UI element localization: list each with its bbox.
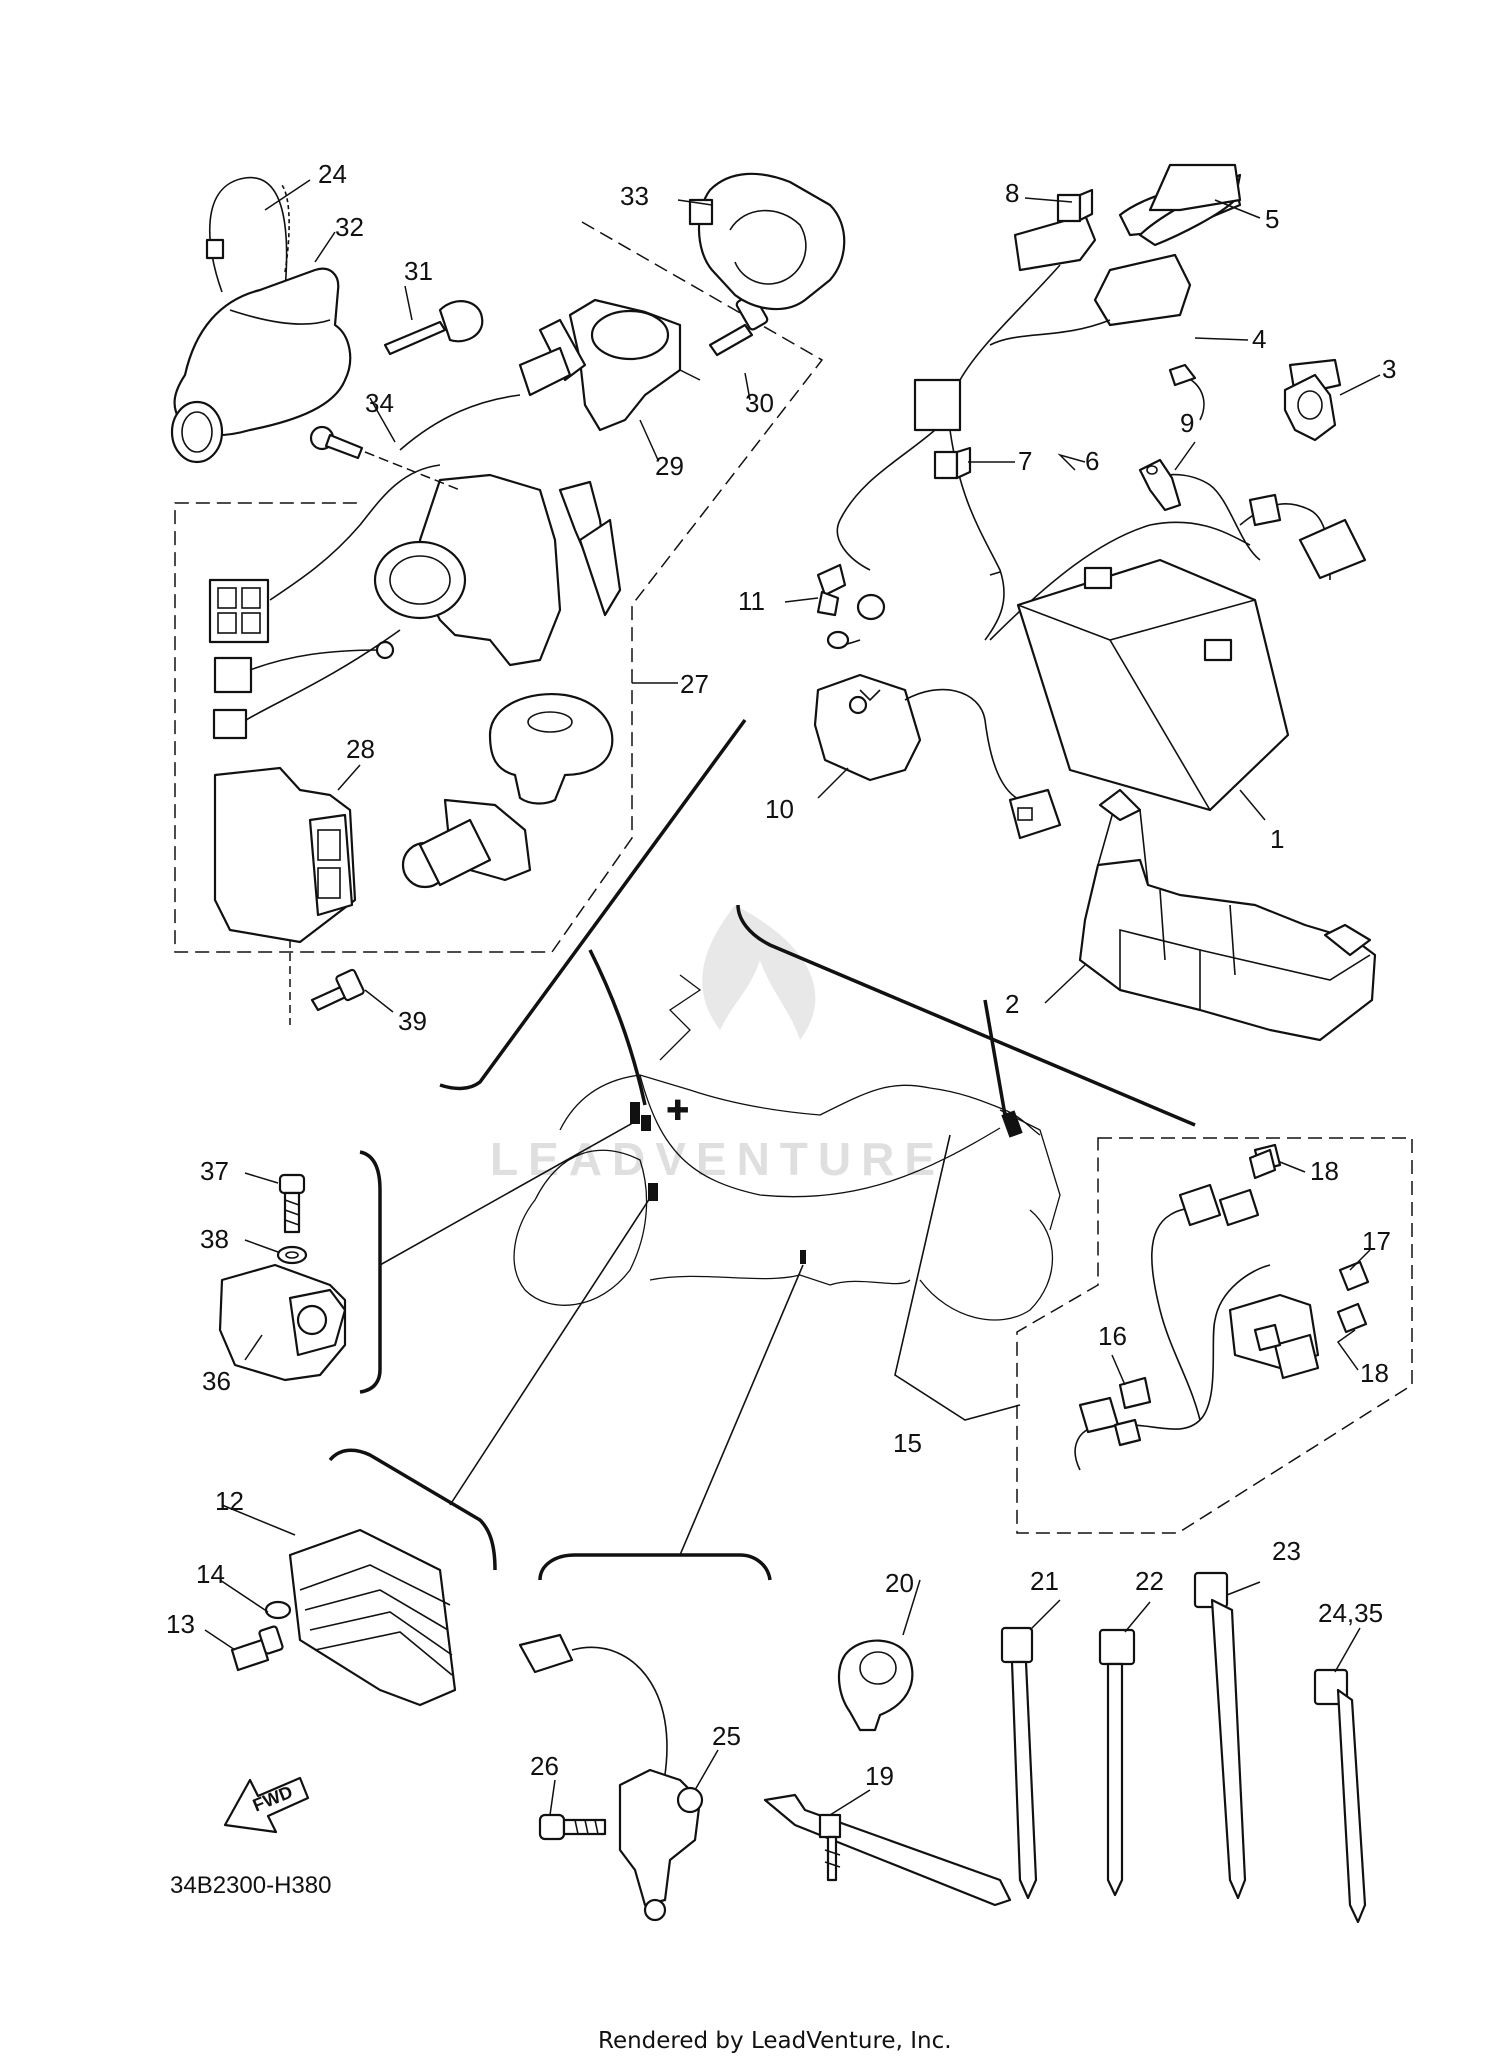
callout-32: 32 xyxy=(335,212,364,242)
ignition-cap xyxy=(488,693,614,805)
clamp-20 xyxy=(837,1639,914,1732)
callout-6: 6 xyxy=(1085,446,1099,476)
washer-38 xyxy=(276,1245,308,1265)
callout-30: 30 xyxy=(745,388,774,418)
fuse-7 xyxy=(933,446,972,480)
callout-27: 27 xyxy=(680,669,709,699)
bolt-37 xyxy=(278,1173,306,1234)
callout-37: 37 xyxy=(200,1156,229,1186)
ecu-unit xyxy=(213,766,357,944)
fwd-arrow-icon: FWD xyxy=(223,1776,310,1834)
drawing-code: 34B2300-H380 xyxy=(170,1872,331,1899)
battery-lead-terminal xyxy=(1138,458,1182,512)
collar-14 xyxy=(264,1600,292,1620)
bolt-11 xyxy=(816,563,847,617)
callout-19: 19 xyxy=(865,1761,894,1791)
callout-20: 20 xyxy=(885,1568,914,1598)
fuse-18-upper xyxy=(1248,1148,1277,1180)
motorcycle-outline: ✚ xyxy=(513,974,1061,1321)
speed-sensor xyxy=(401,798,532,889)
callout-21: 21 xyxy=(1030,1566,1059,1596)
battery xyxy=(1016,558,1290,812)
main-switch-assy-box xyxy=(174,221,824,953)
key-hole-cover xyxy=(688,172,846,311)
cable-tie-23 xyxy=(1193,1571,1247,1900)
cable-tie-22 xyxy=(1098,1628,1136,1897)
callout-29: 29 xyxy=(655,451,684,481)
callout-14: 14 xyxy=(196,1559,225,1589)
callout-31: 31 xyxy=(404,256,433,286)
sensor-36 xyxy=(218,1263,347,1382)
callout-36: 36 xyxy=(202,1366,231,1396)
callout-12: 12 xyxy=(215,1486,244,1516)
callout-28: 28 xyxy=(346,734,375,764)
callout-24-35: 24,35 xyxy=(1318,1598,1383,1628)
bolt-34 xyxy=(309,425,461,491)
callout-13: 13 xyxy=(166,1609,195,1639)
fuse-box-cover xyxy=(1138,163,1242,247)
sub-wire-harness xyxy=(1074,1143,1320,1471)
callout-22: 22 xyxy=(1135,1566,1164,1596)
bolt-26 xyxy=(538,1813,607,1841)
callout-23: 23 xyxy=(1272,1536,1301,1566)
seat-lock xyxy=(399,298,682,451)
callout-leaders xyxy=(204,179,1381,1816)
callout-3: 3 xyxy=(1382,354,1396,384)
bolt-13 xyxy=(230,1625,284,1672)
battery-case xyxy=(1078,788,1377,1042)
callout-2: 2 xyxy=(1005,989,1019,1019)
callout-26: 26 xyxy=(530,1751,559,1781)
callout-18-upper: 18 xyxy=(1310,1156,1339,1186)
callout-18-lower: 18 xyxy=(1360,1358,1389,1388)
cable-clamp-3 xyxy=(1283,373,1337,442)
main-switch-assy xyxy=(208,464,622,740)
key xyxy=(383,300,484,356)
fuse-18-lower xyxy=(1336,1302,1368,1334)
callout-16: 16 xyxy=(1098,1321,1127,1351)
watermark: LEADVENTURE xyxy=(490,905,945,1185)
leader-brackets xyxy=(328,718,1196,1581)
svg-text:✚: ✚ xyxy=(666,1094,689,1127)
callout-25: 25 xyxy=(712,1721,741,1751)
watermark-text: LEADVENTURE xyxy=(490,1133,945,1185)
sensor-25 xyxy=(518,1633,704,1922)
starter-relay xyxy=(813,673,1062,840)
callout-9: 9 xyxy=(1180,408,1194,438)
callout-5: 5 xyxy=(1265,204,1279,234)
handlebar-switch-assy xyxy=(170,176,352,464)
callout-34: 34 xyxy=(365,388,394,418)
callout-38: 38 xyxy=(200,1224,229,1254)
fuse-17 xyxy=(1338,1260,1370,1292)
callout-15: 15 xyxy=(893,1428,922,1458)
callout-17: 17 xyxy=(1362,1226,1391,1256)
cable-tie-21 xyxy=(1000,1626,1038,1900)
callout-1: 1 xyxy=(1270,824,1284,854)
callout-24: 24 xyxy=(318,159,347,189)
callout-39: 39 xyxy=(398,1006,427,1036)
cable-tie-24-35 xyxy=(1313,1668,1367,1924)
bolt-39 xyxy=(289,940,365,1025)
footer-credit: Rendered by LeadVenture, Inc. xyxy=(598,2028,952,2054)
callout-10: 10 xyxy=(765,794,794,824)
bolt-30 xyxy=(708,293,769,357)
callout-4: 4 xyxy=(1252,324,1266,354)
rectifier-regulator xyxy=(288,1528,457,1707)
fuse-8 xyxy=(1056,188,1094,223)
cable-tie-19 xyxy=(763,1793,1012,1907)
connector-16 xyxy=(1118,1376,1152,1410)
callout-labels: 24 32 31 33 30 29 34 27 28 39 8 5 4 3 9 … xyxy=(166,159,1396,1791)
callout-8: 8 xyxy=(1005,178,1019,208)
callout-33: 33 xyxy=(620,181,649,211)
callout-7: 7 xyxy=(1018,446,1032,476)
callout-11: 11 xyxy=(738,586,765,616)
